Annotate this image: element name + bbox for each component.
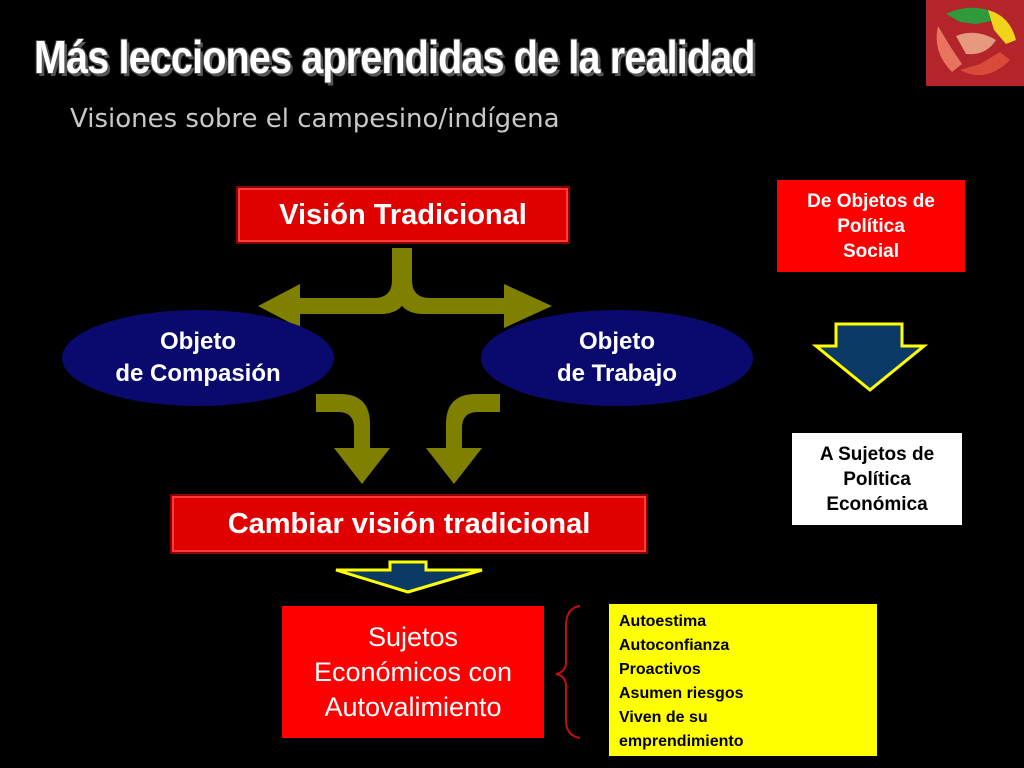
de-objetos-line-2: Política [837, 215, 905, 237]
down-arrow-blue-bottom [335, 560, 483, 594]
curved-arrow-to-compasion [258, 248, 408, 328]
page-title: Más lecciones aprendidas de la realidad [34, 31, 755, 83]
attribute-item: Proactivos [619, 661, 701, 678]
curved-arrow-trabajo-down [426, 394, 500, 484]
curved-arrow-to-trabajo [396, 248, 552, 328]
brace-red [555, 605, 581, 739]
de-objetos-box: De Objetos de Política Social [777, 180, 965, 272]
sujetos-line-3: Autovalimiento [324, 691, 502, 722]
a-sujetos-box: A Sujetos de Política Económica [792, 433, 962, 525]
attribute-item: Asumen riesgos [619, 685, 744, 702]
objeto-compasion-line-2: de Compasión [115, 360, 281, 387]
attribute-item: Viven de su [619, 709, 708, 726]
attribute-item: Autoconfianza [619, 637, 730, 654]
cambiar-vision-box: Cambiar visión tradicional [170, 494, 648, 554]
objeto-trabajo-line-1: Objeto [579, 328, 655, 355]
objeto-trabajo-ellipse: Objeto de Trabajo [481, 310, 753, 406]
attributes-box: Autoestima Autoconfianza Proactivos Asum… [609, 604, 877, 756]
objeto-trabajo-line-2: de Trabajo [556, 360, 678, 387]
de-objetos-line-1: De Objetos de [807, 190, 935, 212]
a-sujetos-line-1: A Sujetos de [819, 443, 935, 465]
attribute-item: emprendimiento [619, 733, 744, 750]
a-sujetos-line-2: Política [843, 468, 911, 490]
objeto-compasion-line-1: Objeto [160, 328, 236, 355]
a-sujetos-line-3: Económica [826, 493, 928, 515]
sujetos-line-1: Sujetos [367, 621, 459, 652]
vision-tradicional-box: Visión Tradicional [236, 186, 570, 244]
down-arrow-blue-right [811, 322, 929, 392]
page-subtitle: Visiones sobre el campesino/indígena [70, 104, 560, 134]
sujetos-economicos-box: Sujetos Económicos con Autovalimiento [282, 606, 544, 738]
objeto-compasion-ellipse: Objeto de Compasión [62, 310, 334, 406]
curved-arrow-compasion-down [316, 394, 390, 484]
attribute-item: Autoestima [619, 613, 707, 630]
sujetos-line-2: Económicos con [313, 656, 513, 687]
de-objetos-line-3: Social [843, 240, 899, 262]
hands-logo-icon [926, 0, 1024, 86]
